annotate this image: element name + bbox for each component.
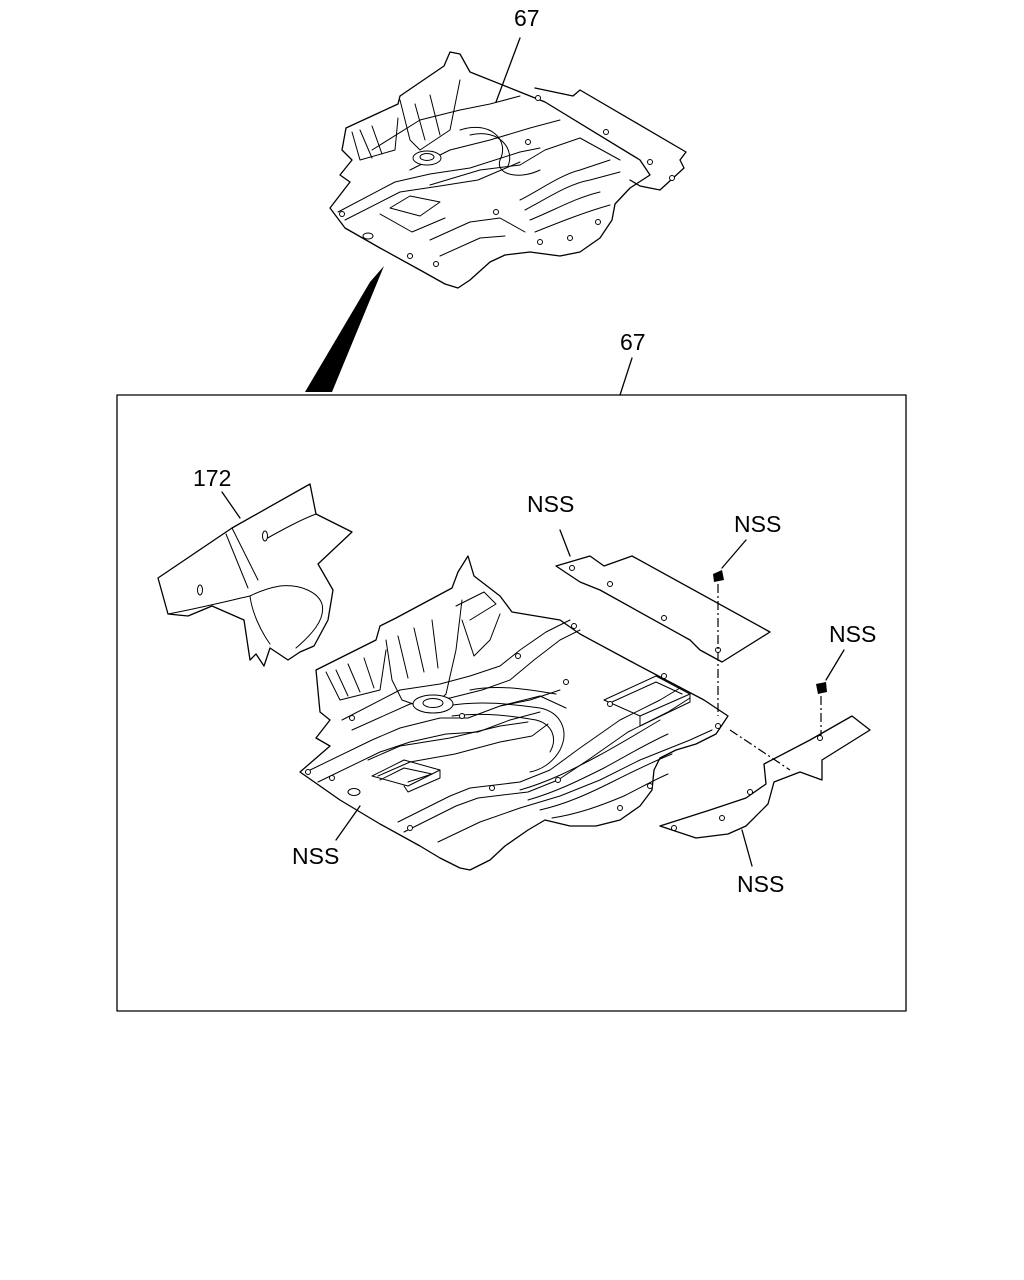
callout-nss-top-pad: NSS — [527, 491, 574, 517]
leader-nss-floor-pad — [335, 805, 361, 841]
callout-67-detail: 67 — [620, 329, 646, 355]
insulator-172 — [157, 483, 353, 667]
detail-pointer — [305, 266, 384, 392]
leader-67-top — [495, 37, 521, 103]
callout-172: 172 — [193, 465, 231, 491]
callout-67-top: 67 — [514, 5, 540, 31]
nss-side-pad — [659, 715, 871, 839]
detail-frame — [116, 394, 907, 1012]
callout-nss-clip-2: NSS — [829, 621, 876, 647]
leader-172 — [221, 491, 241, 519]
callout-nss-floor-pad: NSS — [292, 843, 339, 869]
leader-nss-side-pad — [741, 829, 753, 867]
leader-nss-top-pad — [559, 529, 571, 557]
overview-floor-assembly — [329, 51, 687, 289]
detail-floor-assembly — [299, 555, 729, 871]
leader-nss-clip-2 — [825, 649, 845, 681]
callout-nss-side-pad: NSS — [737, 871, 784, 897]
nss-clip-2 — [816, 682, 827, 736]
nss-clip-1 — [713, 570, 724, 716]
leader-nss-clip-1 — [721, 539, 747, 569]
leader-67-detail — [619, 357, 633, 396]
nss-rear-pad — [555, 555, 771, 663]
callout-nss-clip-1: NSS — [734, 511, 781, 537]
